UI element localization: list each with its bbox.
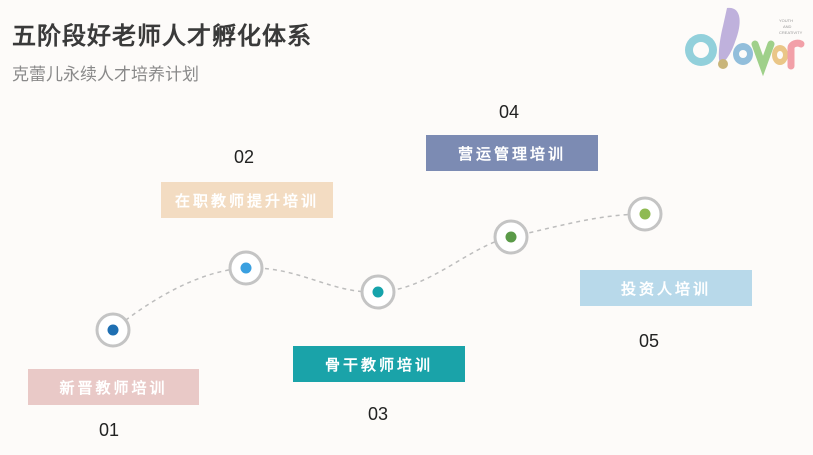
- page-subtitle: 克蕾儿永续人才培养计划: [12, 65, 199, 85]
- clever-logo: YOUTH AND CREATIVITY: [683, 2, 808, 77]
- svg-text:YOUTH: YOUTH: [779, 18, 793, 23]
- page-title: 五阶段好老师人才孵化体系: [12, 22, 312, 50]
- svg-text:CREATIVITY: CREATIVITY: [779, 30, 803, 35]
- dashed-connector: [112, 213, 646, 331]
- stage-label-03: 骨干教师培训: [293, 346, 465, 382]
- stage-node-dot-05: [639, 208, 651, 220]
- stage-number-03: 03: [368, 404, 389, 424]
- stage-number-05: 05: [639, 331, 660, 351]
- stage-number-02: 02: [234, 147, 255, 167]
- stage-number-04: 04: [499, 102, 520, 122]
- stage-node-dot-01: [107, 324, 119, 336]
- stage-label-04: 营运管理培训: [426, 135, 598, 171]
- stage-node-dot-03: [372, 286, 384, 298]
- stage-label-02: 在职教师提升培训: [161, 182, 333, 218]
- stage-node-dot-02: [240, 262, 252, 274]
- stage-number-01: 01: [99, 420, 120, 440]
- svg-text:AND: AND: [783, 24, 792, 29]
- stage-node-dot-04: [505, 231, 517, 243]
- stage-label-01: 新晋教师培训: [28, 369, 199, 405]
- stage-label-05: 投资人培训: [580, 270, 752, 306]
